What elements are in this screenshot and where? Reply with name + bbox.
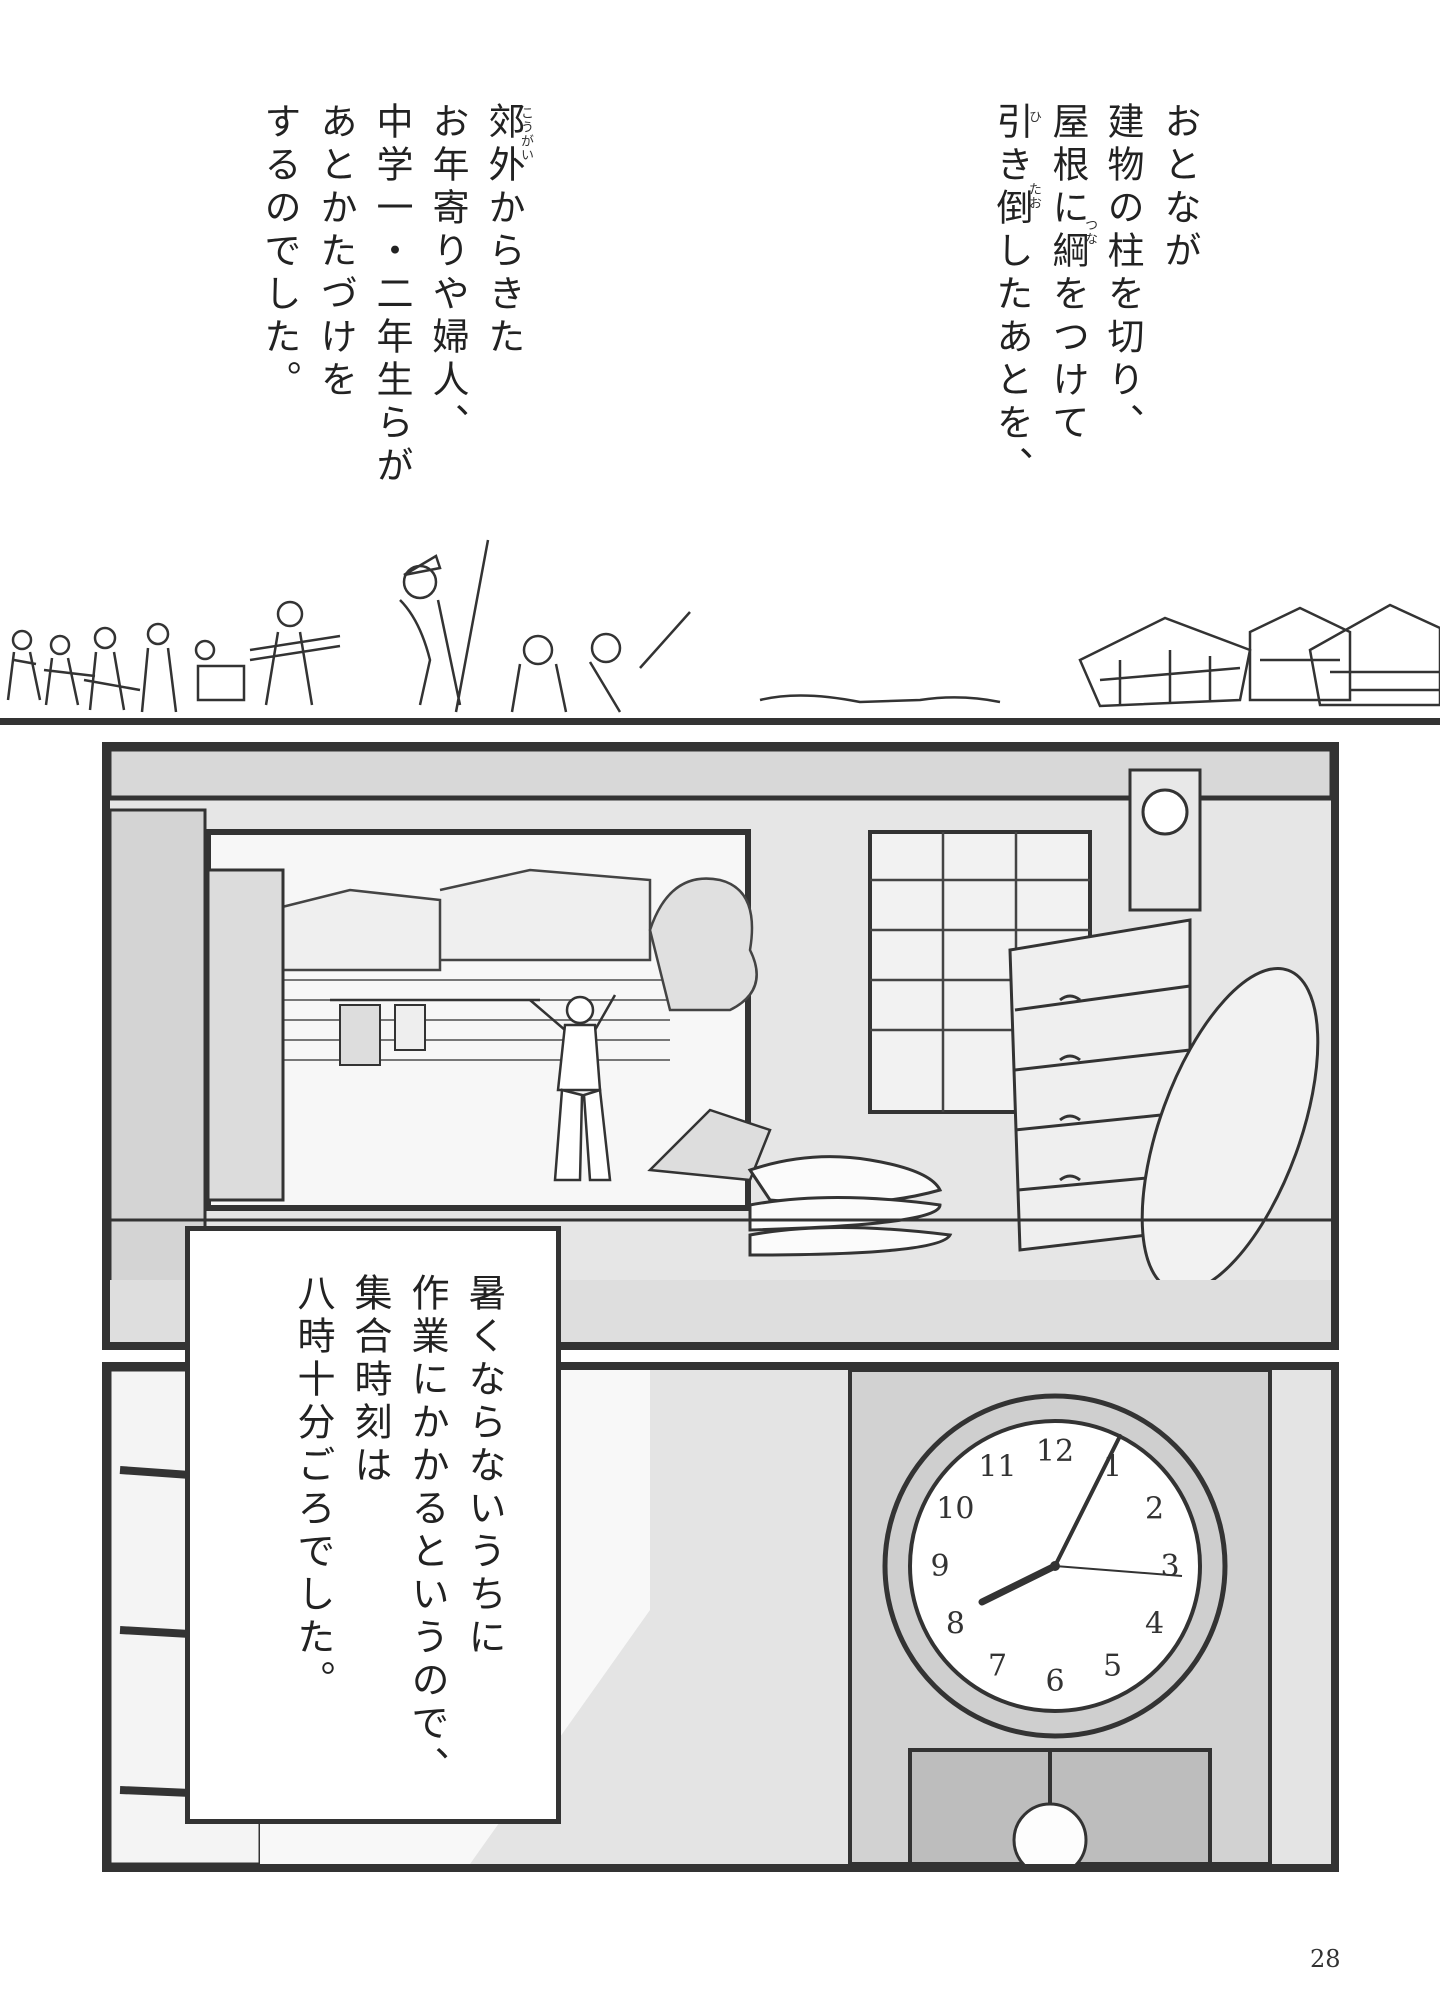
panel-room-interior (102, 742, 1339, 1350)
page-number: 28 (1310, 1945, 1341, 1973)
worker-figure (43, 634, 96, 706)
caption-line: 八時十分ごろでした。 (291, 1273, 335, 1703)
clock-numeral: 6 (1045, 1664, 1064, 1699)
narration-line: するのでした。 (258, 102, 301, 403)
narration-line: おとなが (1158, 102, 1201, 274)
narration-line: お年寄りや婦人、 (426, 102, 469, 446)
ruby-kougai: こうがい (518, 106, 533, 162)
ruby-tsuna: つな (1082, 218, 1097, 246)
narration-caption-box: 暑くならないうちに 作業にかかるというので、 集合時刻は 八時十分ごろでした。 (185, 1226, 561, 1824)
clock-numeral: 4 (1145, 1607, 1164, 1642)
narration-line: 郊外からきた (482, 102, 525, 360)
clock-hour-hand (978, 1562, 1059, 1606)
standing-house (1308, 603, 1440, 707)
narration-line: あとかたづけを (314, 102, 357, 403)
narration-line: 屋根に綱をつけて (1046, 102, 1089, 446)
worker-figure (83, 626, 141, 711)
worker-figure (140, 622, 178, 713)
worker-figure (194, 639, 246, 702)
person-hanging-laundry (529, 994, 617, 1182)
clock-numeral: 3 (1160, 1549, 1179, 1584)
ruby-hi: ひ (1026, 110, 1041, 124)
cleanup-crowd-illustration (0, 539, 1440, 725)
narration-line: 建物の柱を切り、 (1101, 102, 1144, 446)
clock-numeral: 5 (1103, 1649, 1122, 1684)
clock-numeral: 2 (1145, 1492, 1164, 1527)
ruby-tao: たお (1026, 182, 1041, 210)
caption-line: 暑くならないうちに (462, 1273, 506, 1660)
collapsed-house (1078, 616, 1252, 708)
standing-house (1248, 606, 1352, 702)
clock-numeral: 7 (988, 1649, 1007, 1684)
floor-cushions (747, 1155, 953, 1257)
worker-figure (249, 600, 341, 706)
clock-numeral: 8 (946, 1607, 965, 1642)
clock-minute-hand (1053, 1434, 1122, 1568)
narration-line: 引き倒したあとを、 (990, 102, 1033, 489)
clock-numeral: 11 (978, 1449, 1016, 1484)
ground-line (0, 718, 1440, 725)
narration-line: 中学一・二年生らが (370, 102, 413, 489)
caption-line: 作業にかかるというので、 (405, 1273, 449, 1789)
clock-numeral: 12 (1036, 1434, 1074, 1469)
clock-numeral: 9 (930, 1549, 949, 1584)
worker-figure (588, 611, 691, 713)
clock-numeral: 10 (936, 1492, 974, 1527)
worker-figure (6, 629, 42, 701)
worker-figure (510, 634, 568, 713)
caption-line: 集合時刻は (348, 1273, 392, 1488)
clock-second-hand (1054, 1565, 1183, 1577)
worker-figure-with-pole (399, 539, 490, 713)
